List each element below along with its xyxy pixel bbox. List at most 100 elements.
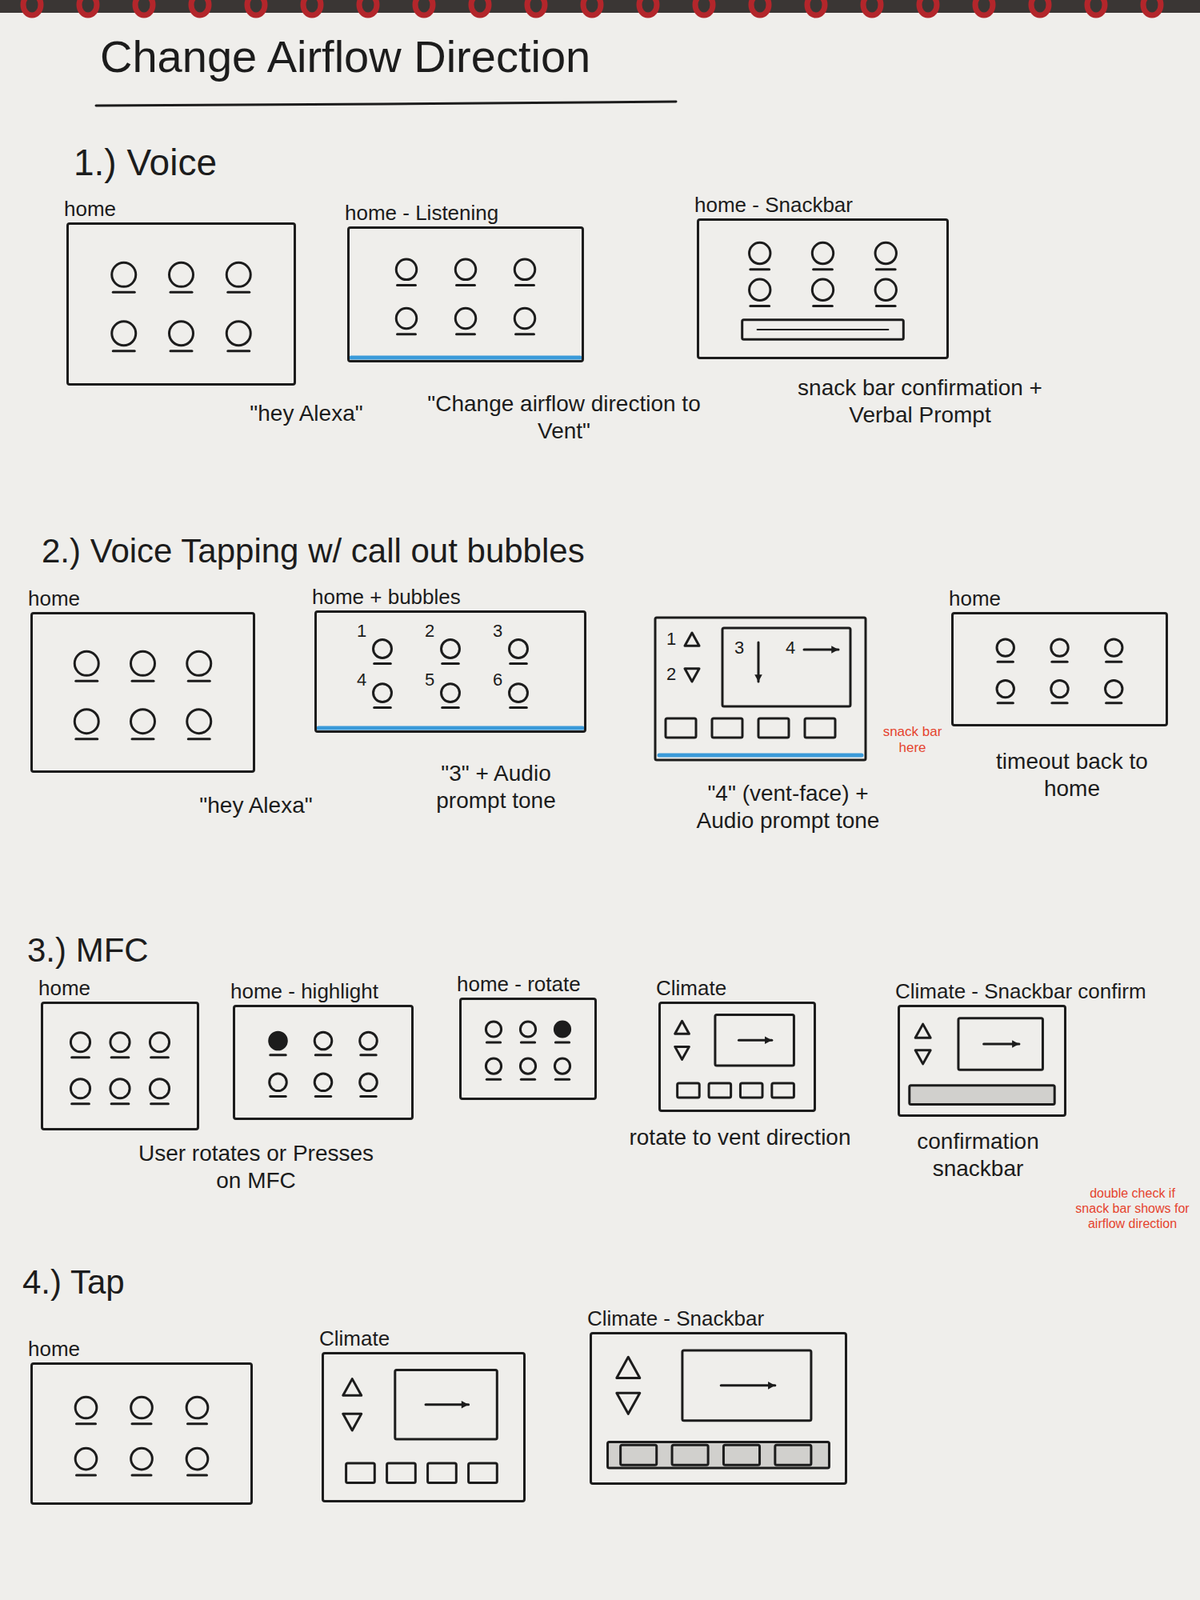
app-icon [75, 1396, 97, 1419]
app-icon [520, 1021, 536, 1037]
screen-frame: Climate - Snackbar [589, 1332, 848, 1485]
app-icon-label [132, 1473, 152, 1476]
ring [1143, 0, 1161, 16]
section-heading: 1.) Voice [73, 140, 217, 185]
app-icon [485, 1058, 501, 1074]
app-icon [360, 1032, 378, 1050]
ring [527, 0, 545, 16]
app-icon [812, 279, 833, 300]
app-icon-label [813, 268, 833, 271]
app-icon-label [132, 680, 154, 683]
app-icon [396, 259, 417, 280]
screen-frame: home - rotate [459, 997, 597, 1100]
mode-button [772, 1083, 795, 1098]
snackbar [909, 1085, 1055, 1105]
app-icon-label [374, 662, 392, 665]
app-icon-label [1052, 660, 1068, 664]
app-icon-label [442, 706, 460, 709]
app-icon-label [76, 680, 98, 683]
temp-up-icon [616, 1356, 640, 1378]
app-icon-label [520, 1078, 535, 1081]
ring [751, 0, 769, 16]
ring [695, 0, 713, 16]
app-icon [169, 321, 194, 346]
app-icon [269, 1032, 288, 1050]
app-icon-label [397, 284, 416, 287]
arrow-head [1012, 1040, 1020, 1048]
app-icon-label [997, 701, 1013, 704]
airflow-panel [958, 1018, 1044, 1070]
temp-down-icon [616, 1392, 640, 1414]
arrow-head [764, 1036, 772, 1045]
app-icon-label [315, 1095, 331, 1098]
app-icon [70, 1079, 90, 1099]
app-icon-label [520, 1041, 535, 1044]
ring [79, 0, 97, 16]
app-icon [875, 242, 896, 264]
app-icon [373, 684, 392, 703]
app-icon [441, 684, 460, 703]
ring [23, 0, 41, 16]
app-icon [514, 308, 536, 329]
app-icon-label [1052, 701, 1068, 704]
app-icon [360, 1073, 378, 1092]
app-icon-label [132, 1422, 152, 1425]
snackbar-line [757, 328, 889, 331]
callout-number: 1 [666, 628, 676, 650]
app-icon [75, 1448, 97, 1470]
screen-frame: home + bubbles [314, 610, 587, 733]
app-icon-label [997, 660, 1013, 664]
step-note: rotate to vent direction [628, 1124, 852, 1152]
airflow-panel [715, 1015, 795, 1066]
voice-caption: "hey Alexa" [156, 792, 356, 820]
step-note: "3" + Audio prompt tone [404, 760, 588, 814]
screen-frame: Climate [658, 1001, 816, 1112]
app-icon-label [228, 349, 250, 352]
callout-number: 4 [785, 637, 796, 659]
app-icon [441, 640, 460, 659]
app-icon-label [510, 662, 528, 665]
voice-caption: "hey Alexa" [214, 400, 399, 428]
app-icon [226, 262, 251, 287]
section-heading: 4.) Tap [22, 1262, 125, 1303]
app-icon [514, 259, 536, 280]
ring [975, 0, 993, 16]
screen-title: Climate [319, 1327, 390, 1351]
app-icon [74, 651, 99, 676]
app-icon-label [170, 349, 192, 352]
app-icon [554, 1058, 570, 1074]
mode-button [428, 1463, 457, 1483]
app-icon-label [187, 1473, 207, 1476]
screen-title: home [28, 1337, 80, 1361]
mode-button [346, 1463, 376, 1483]
app-icon-label [72, 1056, 90, 1059]
app-icon-label [1106, 701, 1122, 704]
airflow-panel [682, 1350, 812, 1421]
ring [583, 0, 601, 16]
title-underline [96, 101, 676, 106]
temp-down-icon [684, 668, 700, 682]
screen-frame: home [30, 612, 256, 773]
app-icon [1051, 639, 1068, 656]
app-icon [509, 640, 528, 659]
snackbar [608, 1442, 830, 1468]
temp-down-icon [675, 1046, 690, 1060]
spiral-rings [23, 0, 1161, 16]
app-icon [749, 242, 771, 264]
ring [807, 0, 825, 16]
screen-title: Climate [656, 976, 727, 1000]
app-icon-label [456, 284, 476, 287]
app-icon-label [516, 332, 535, 336]
app-icon-label [170, 291, 192, 294]
mode-button [708, 1083, 732, 1098]
section-heading: 3.) MFC [27, 930, 149, 971]
app-icon [749, 279, 771, 300]
screen-frame: Climate [321, 1352, 526, 1503]
app-icon [131, 709, 156, 734]
app-icon-label [270, 1095, 286, 1098]
screen-title: Climate - Snackbar confirm [895, 980, 1147, 1004]
callout-number: 5 [424, 669, 435, 691]
airflow-panel [395, 1370, 498, 1440]
app-icon-label [750, 304, 770, 308]
temp-down-icon [343, 1413, 362, 1431]
